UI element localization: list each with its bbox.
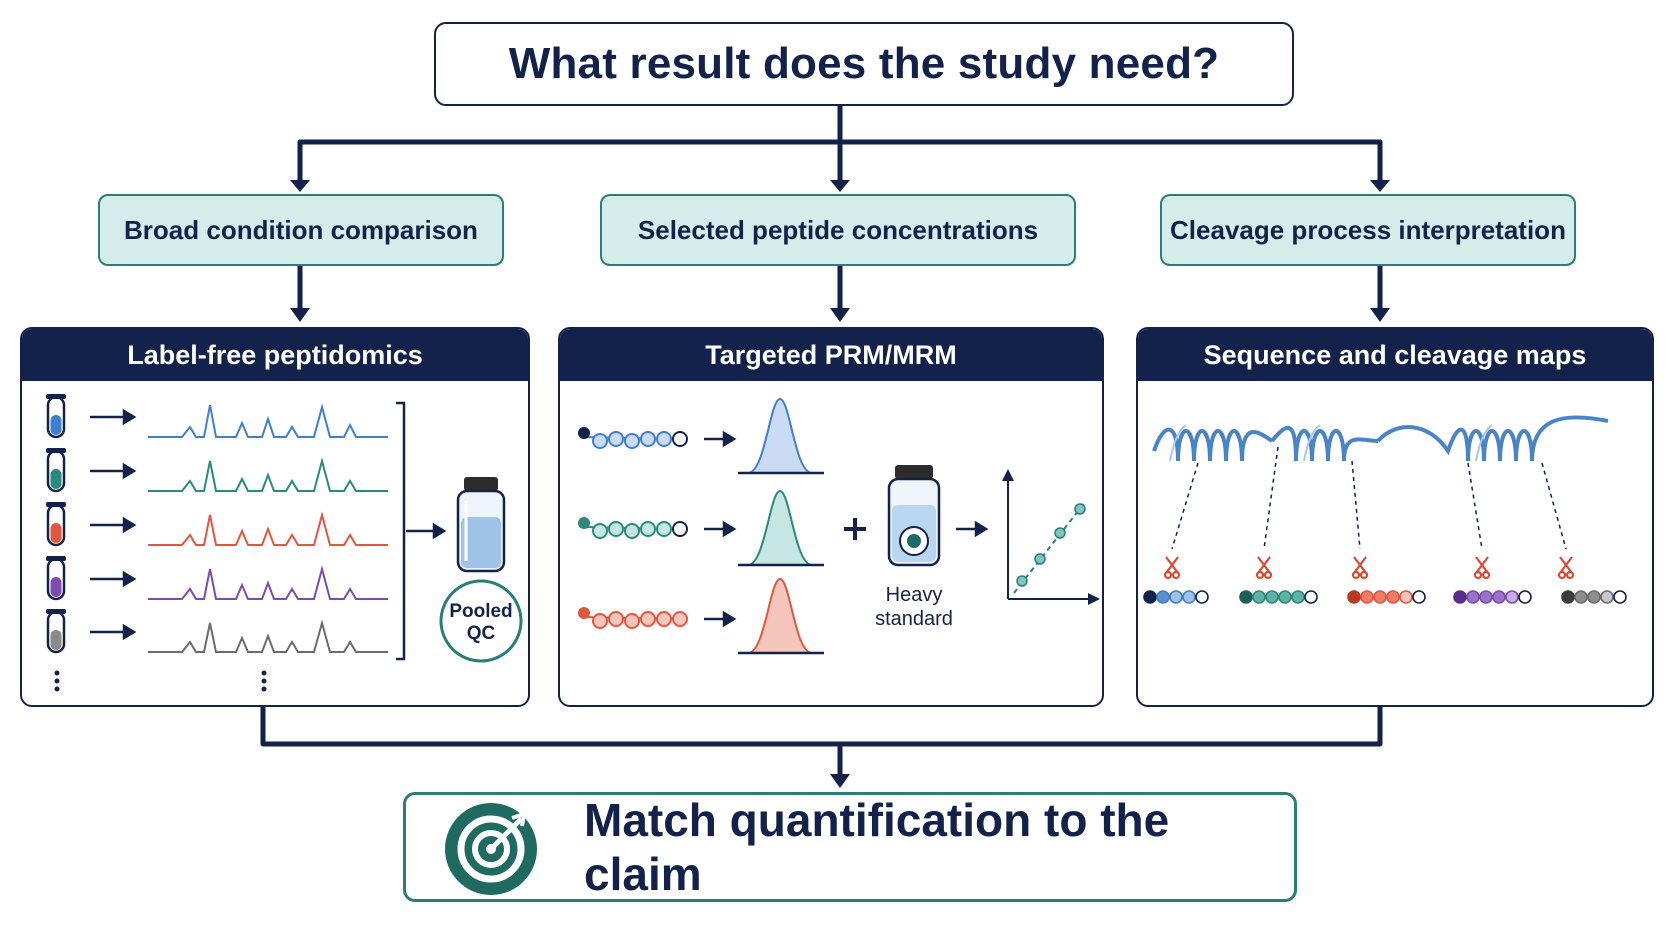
pooled-qc-badge	[439, 579, 523, 663]
cleavage-illustration	[1143, 415, 1627, 604]
need-cleavage-process: Cleavage process interpretation	[1160, 194, 1576, 266]
plus-icon	[844, 518, 866, 540]
panel-title: Label-free peptidomics	[22, 329, 528, 381]
study-question-box: What result does the study need?	[434, 22, 1294, 106]
conclusion-text: Match quantification to the claim	[584, 794, 1170, 900]
label-free-illustration: Pooled QC	[46, 394, 523, 692]
need-selected-peptides: Selected peptide concentrations	[600, 194, 1076, 266]
peak-signal	[738, 489, 824, 567]
test-tube-icon	[46, 556, 66, 601]
protein-helix	[1152, 415, 1609, 462]
peptide-fragment	[1239, 590, 1318, 604]
conclusion-box: Match quantification to the claim	[403, 792, 1297, 902]
peptide-arrows	[704, 430, 737, 628]
need-label: Cleavage process interpretation	[1170, 214, 1566, 245]
targeted-illustration: Heavy standard	[578, 397, 1100, 655]
peptide-chain	[578, 607, 688, 629]
peptide-fragment	[1347, 590, 1426, 604]
scissors-icon	[1255, 556, 1273, 580]
cleavage-panel: Sequence and cleavage maps	[1136, 327, 1654, 707]
peptide-fragment	[1453, 590, 1532, 604]
pool-arrow	[406, 522, 447, 540]
scissors-icon	[1163, 556, 1181, 580]
target-icon	[445, 803, 537, 895]
protein-helix-shading	[1169, 424, 1493, 462]
pooled-qc-label: Pooled	[449, 601, 512, 622]
panel-title: Targeted PRM/MRM	[560, 329, 1102, 381]
calibration-arrow	[956, 520, 989, 538]
peptide-chain	[578, 517, 688, 539]
scissors-icon	[1473, 556, 1491, 580]
need-broad-condition: Broad condition comparison	[98, 194, 504, 266]
peptide-chain	[578, 427, 688, 449]
label-free-panel: Label-free peptidomics	[20, 327, 530, 707]
heavy-standard-label: Heavy	[886, 584, 943, 606]
vial-icon	[887, 465, 941, 567]
calibration-curve	[1002, 469, 1100, 605]
study-question: What result does the study need?	[508, 39, 1220, 88]
scissors-icon	[1557, 556, 1575, 580]
peak-signal	[738, 577, 824, 655]
heavy-standard-label: standard	[875, 608, 953, 630]
sample-arrows	[90, 408, 137, 641]
more-samples-dots	[54, 670, 267, 692]
targeted-panel: Targeted PRM/MRM	[558, 327, 1104, 707]
test-tube-icon	[46, 394, 66, 439]
test-tube-icon	[46, 502, 66, 547]
need-label: Broad condition comparison	[124, 214, 478, 245]
pool-bracket	[396, 401, 406, 661]
test-tube-icon	[46, 609, 66, 654]
cleavage-site-leaders	[1171, 446, 1567, 550]
scissors-icon	[1351, 556, 1369, 580]
peptide-fragment	[1561, 590, 1627, 604]
pooled-qc-label: QC	[467, 623, 496, 644]
test-tube-icon	[46, 448, 66, 493]
chromatogram-traces	[148, 403, 388, 653]
need-label: Selected peptide concentrations	[637, 214, 1039, 245]
peptide-fragment	[1143, 590, 1209, 604]
peak-signal	[738, 397, 824, 475]
panel-title: Sequence and cleavage maps	[1138, 329, 1652, 381]
vial-icon	[456, 477, 506, 573]
